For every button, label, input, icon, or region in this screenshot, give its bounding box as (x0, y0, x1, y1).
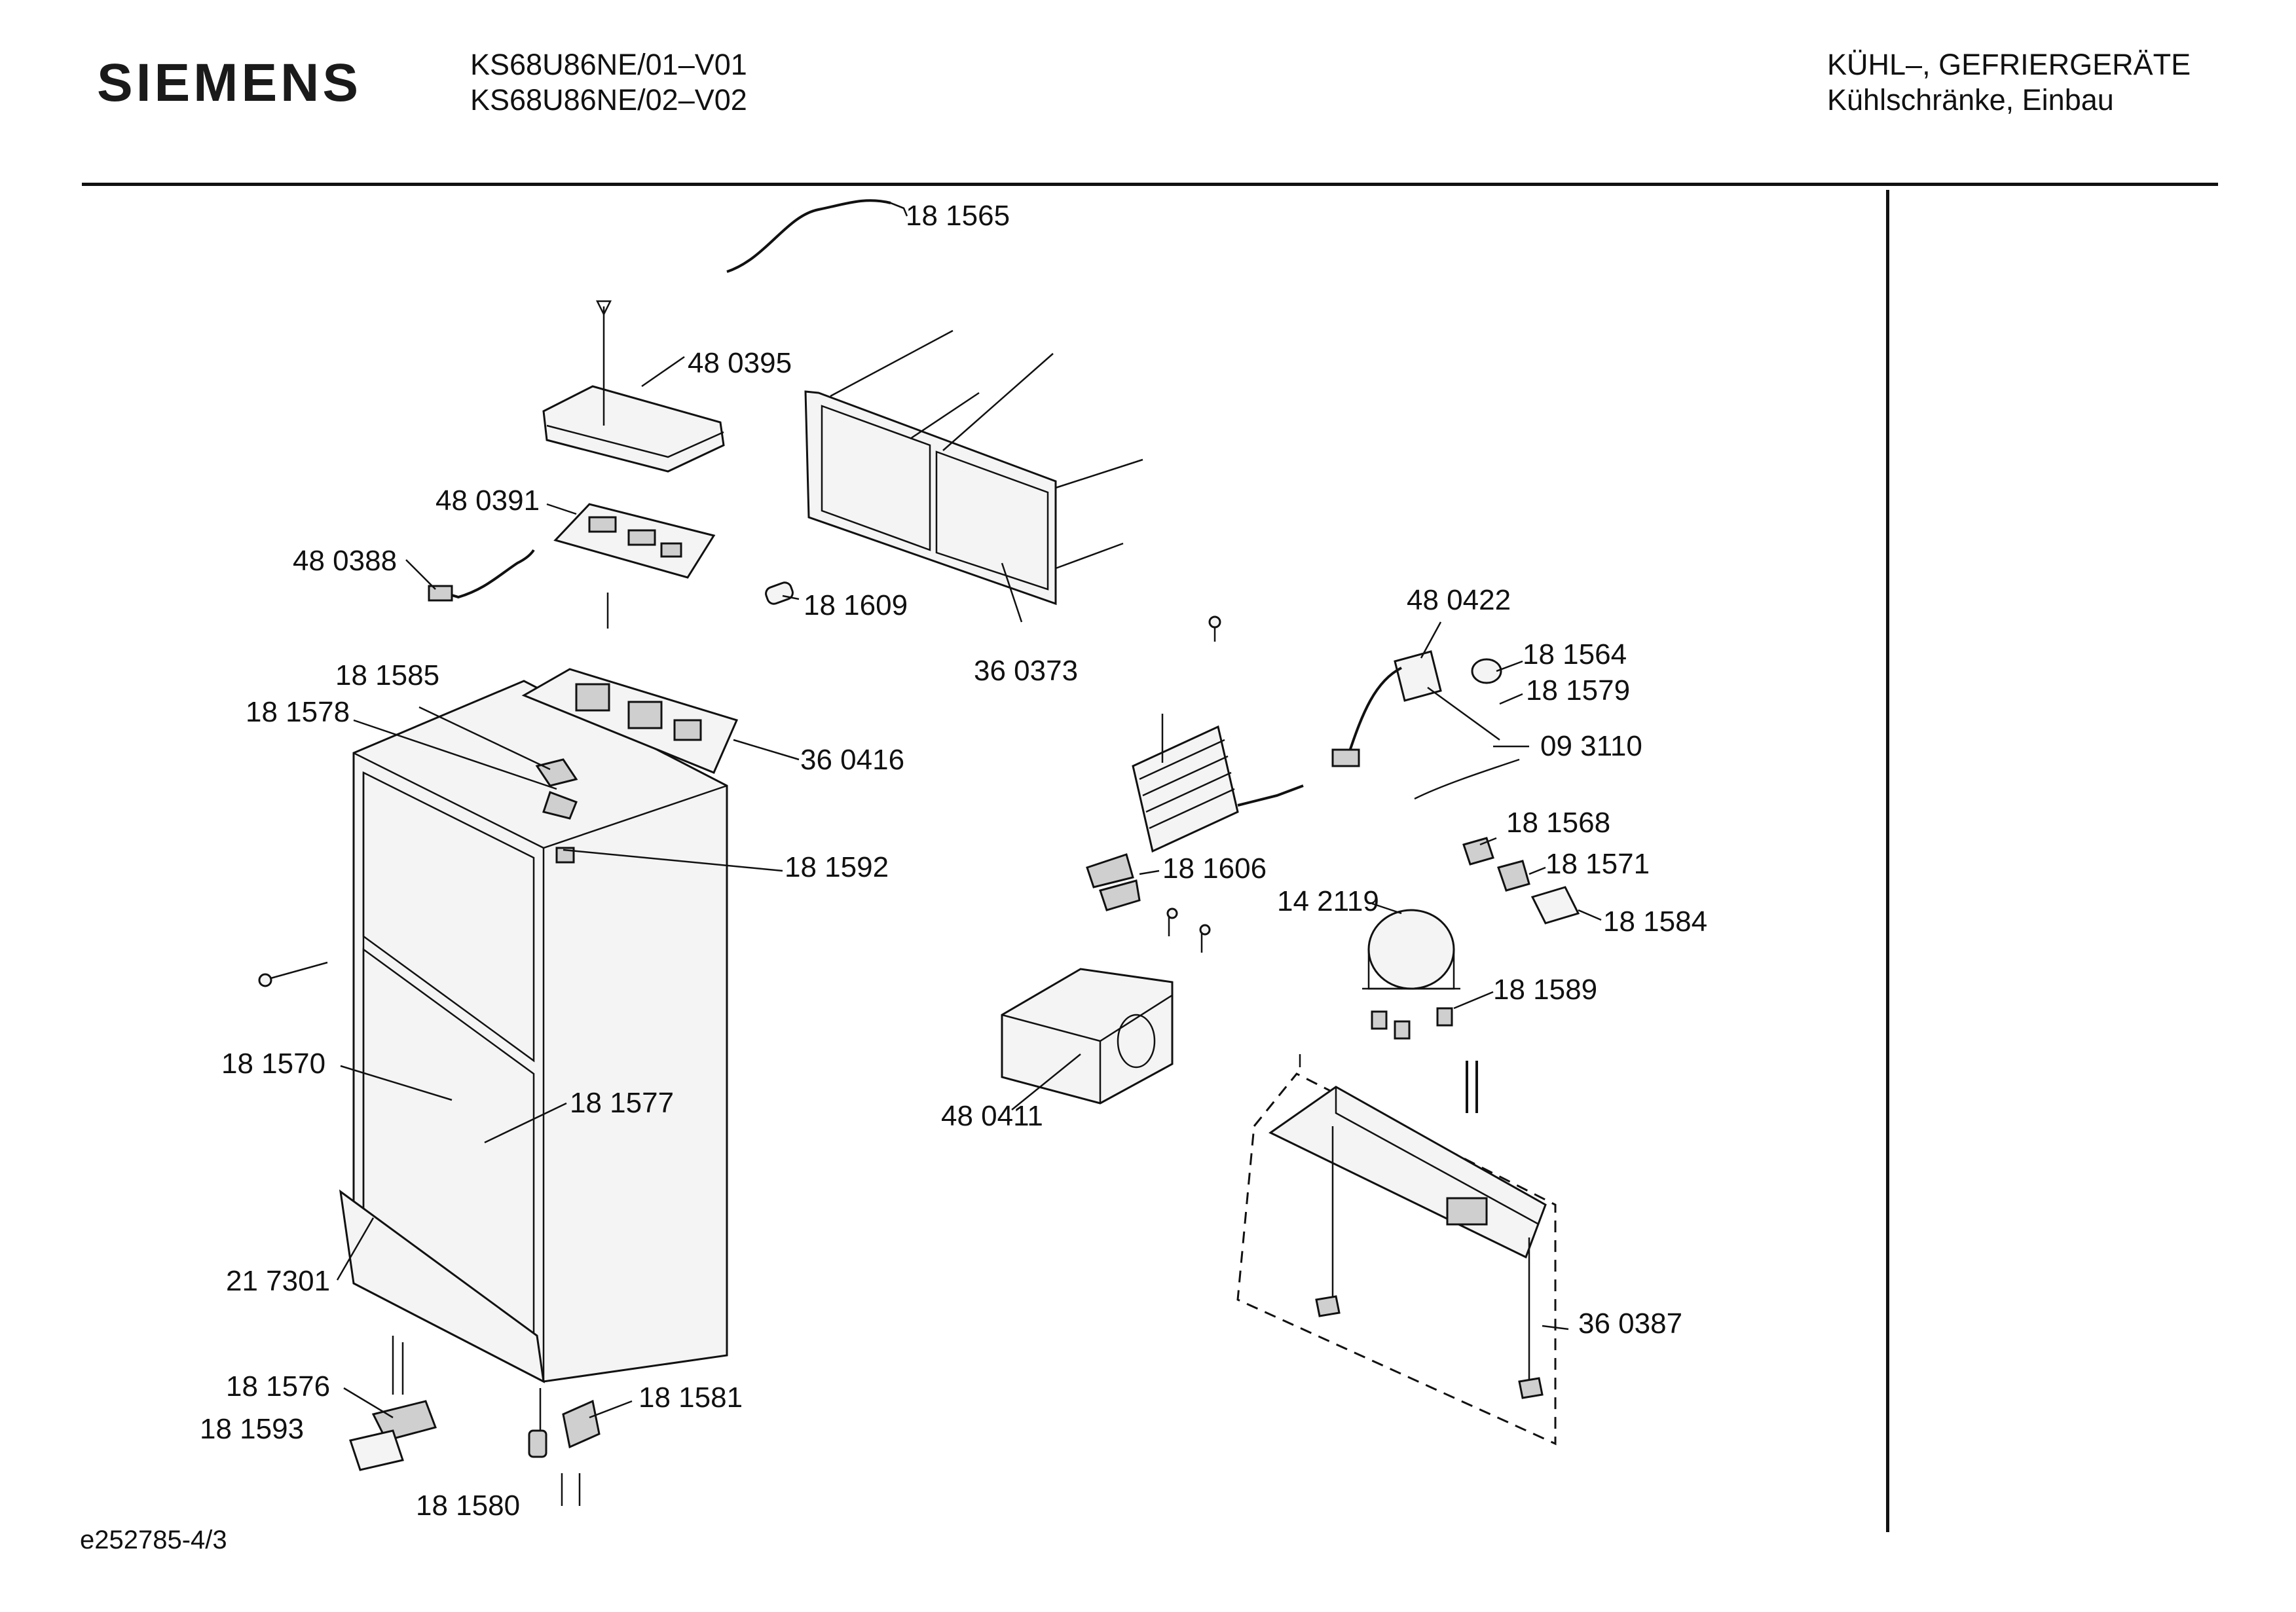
part-label: 18 1565 (906, 200, 1010, 232)
part-label: 36 0387 (1578, 1308, 1683, 1340)
control-board-drawing (553, 503, 716, 579)
part-label: 18 1589 (1493, 974, 1598, 1006)
category-subtitle: Kühlschränke, Einbau (1827, 83, 2114, 117)
part-label: 21 7301 (226, 1265, 331, 1297)
top-bracket-drawing (521, 668, 739, 774)
side-rule (1886, 190, 1889, 1532)
part-label: 18 1577 (570, 1087, 675, 1119)
relay-parts-drawing (1462, 837, 1580, 925)
cover-part-drawing (542, 300, 725, 473)
part-label: 36 0373 (974, 655, 1079, 687)
screw-drawings (1166, 615, 1221, 953)
part-label: 48 0411 (941, 1100, 1043, 1132)
part-label: 14 2119 (1277, 885, 1379, 917)
model-number-2: KS68U86NE/02–V02 (470, 83, 747, 117)
siemens-logo: SIEMENS (97, 53, 362, 113)
part-label: 48 0391 (435, 485, 540, 517)
cabinet-drawing (339, 680, 728, 1383)
part-label: 18 1606 (1162, 852, 1267, 885)
thermostat-drawing (1331, 650, 1520, 800)
part-label: 48 0395 (688, 347, 792, 379)
part-label: 36 0416 (800, 744, 905, 776)
hinge-drawing (258, 961, 601, 1506)
part-label: 18 1584 (1603, 906, 1708, 938)
back-plate-drawing (804, 329, 1143, 606)
evaporator-drawing (1132, 714, 1304, 853)
part-label: 18 1578 (246, 696, 350, 728)
part-label: 18 1581 (639, 1382, 743, 1414)
part-label: 48 0422 (1407, 584, 1511, 616)
pipes-drawing (1299, 1054, 1478, 1113)
clip-drawings (535, 758, 578, 864)
category-title: KÜHL–, GEFRIERGERÄTE (1827, 48, 2191, 81)
model-number-1: KS68U86NE/01–V01 (470, 48, 747, 81)
part-label: 18 1609 (804, 589, 908, 621)
part-label: 18 1576 (226, 1370, 331, 1402)
part-label: 18 1592 (785, 851, 889, 883)
part-label: 18 1571 (1546, 848, 1650, 880)
base-tray-drawing (1236, 1072, 1557, 1446)
part-label: 18 1570 (221, 1048, 326, 1080)
header-rule (82, 183, 2218, 186)
drawing-reference: e252785-4/3 (80, 1526, 227, 1554)
part-label: 18 1585 (335, 659, 440, 691)
drain-box-drawing (1001, 968, 1174, 1105)
compressor-drawing (1362, 909, 1460, 1040)
part-label: 18 1580 (416, 1490, 521, 1522)
leader-lines (336, 202, 1602, 1419)
part-label: 18 1593 (200, 1413, 305, 1445)
bracket-drawing (1086, 853, 1141, 911)
lamp-drawing (606, 581, 794, 629)
cable-part-drawing (726, 199, 904, 273)
part-label: 48 0388 (293, 545, 398, 577)
part-label: 09 3110 (1540, 730, 1642, 762)
wiring-drawing (428, 549, 535, 602)
part-label: 18 1579 (1526, 674, 1631, 706)
part-label: 18 1568 (1506, 807, 1611, 839)
part-label: 18 1564 (1523, 638, 1627, 670)
